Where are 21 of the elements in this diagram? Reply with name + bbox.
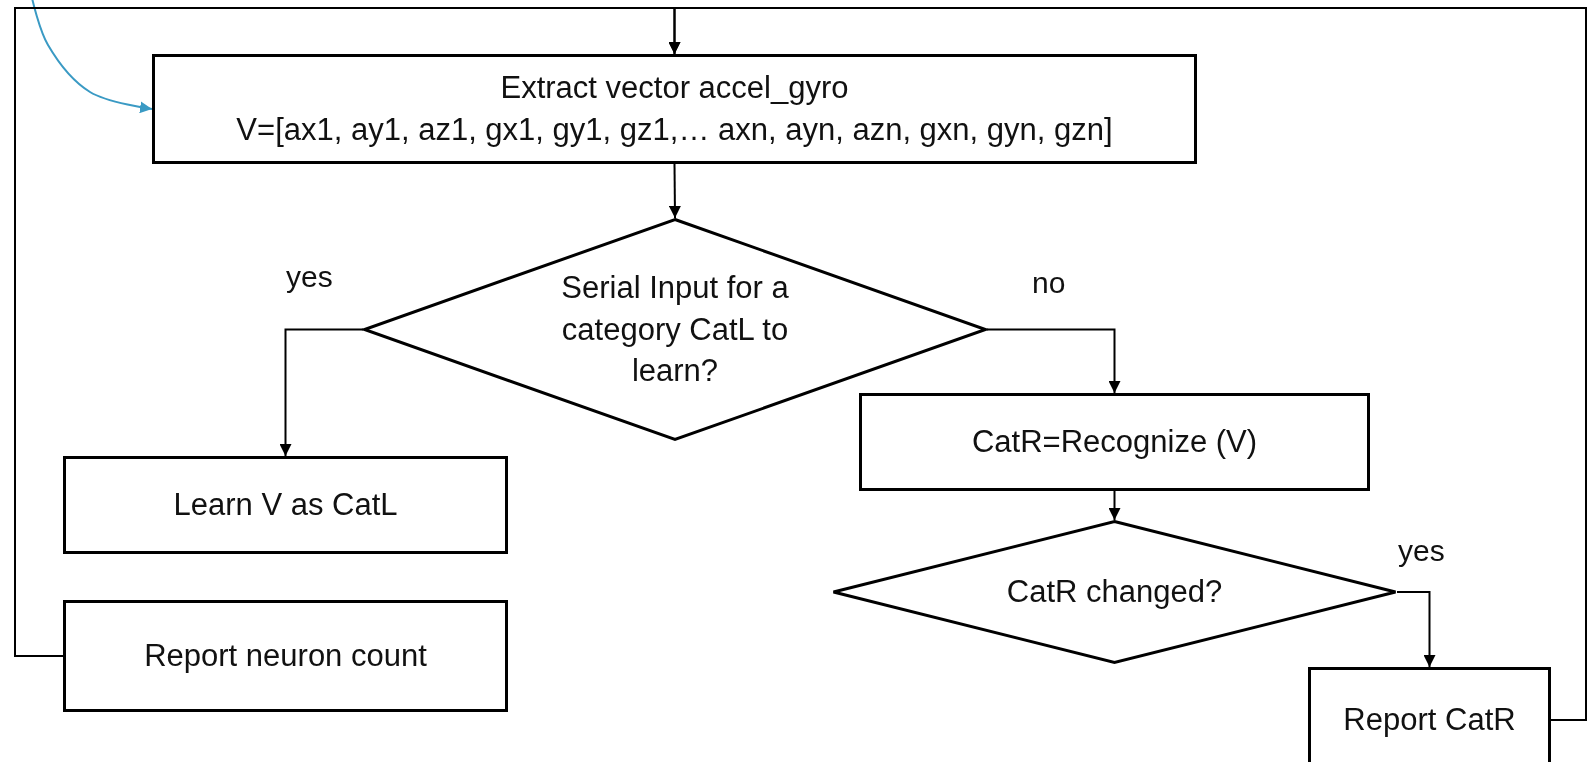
step-text: V=[ax1, ay1, az1, gx1, gy1, gz1,… axn, ayn, azn, gxn, gyn, gzn] bbox=[236, 111, 1113, 149]
step-text: Extract vector accel_gyro bbox=[500, 69, 849, 108]
step-text: Report CatR bbox=[1343, 701, 1516, 740]
process-box bbox=[63, 600, 508, 712]
step-text: Learn V as CatL bbox=[173, 486, 398, 525]
step-text: Report neuron count bbox=[144, 637, 427, 676]
decision-text: Serial Input for a category CatL to learn? bbox=[560, 268, 790, 391]
arrow bbox=[986, 328, 1121, 394]
step-text: CatR=Recognize (V) bbox=[971, 423, 1258, 462]
arrow bbox=[668, 163, 681, 219]
arrow bbox=[668, 7, 1587, 721]
arrow bbox=[1396, 591, 1436, 668]
arrow bbox=[279, 328, 364, 457]
process-box bbox=[63, 456, 508, 554]
process-box bbox=[1308, 667, 1551, 762]
process-box bbox=[152, 54, 1197, 164]
decision-text: CatR changed? bbox=[1006, 573, 1223, 612]
arrow bbox=[1108, 490, 1121, 521]
process-box bbox=[859, 393, 1370, 491]
arrow bbox=[31, 0, 153, 114]
decision-diamond bbox=[832, 520, 1397, 664]
